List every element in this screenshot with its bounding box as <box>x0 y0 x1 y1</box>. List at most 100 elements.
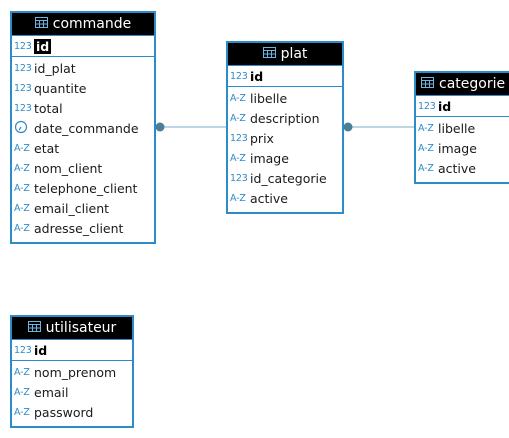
primary-key-section: 123 id <box>12 340 132 361</box>
field-name: id_plat <box>34 60 76 76</box>
entity-header[interactable]: categorie <box>416 73 509 96</box>
field-name: date_commande <box>34 120 139 136</box>
number-type-icon: 123 <box>14 62 32 74</box>
entity-categorie[interactable]: categorie 123 id A-Z libelle A-Z image A-Z… <box>414 71 509 184</box>
pk-row[interactable]: 123 id <box>14 36 52 56</box>
field-row[interactable]: A-Z nom_prenom <box>12 362 132 382</box>
field-name: prix <box>250 130 274 146</box>
field-row[interactable]: A-Z nom_client <box>12 158 154 178</box>
field-name: total <box>34 100 63 116</box>
field-row[interactable]: A-Z email_client <box>12 198 154 218</box>
table-icon <box>34 16 48 32</box>
primary-key-section: 123 id <box>416 96 509 117</box>
number-type-icon: 123 <box>418 100 436 112</box>
text-type-icon: A-Z <box>14 162 30 174</box>
field-name: etat <box>34 140 60 156</box>
pk-name: id <box>438 98 452 114</box>
pk-name: id <box>34 342 48 358</box>
pk-name: id <box>250 68 264 84</box>
text-type-icon: A-Z <box>14 182 30 194</box>
field-name: image <box>250 150 289 166</box>
pk-row[interactable]: 123 id <box>14 340 47 360</box>
field-name: active <box>250 190 288 206</box>
text-type-icon: A-Z <box>14 222 30 234</box>
field-list: A-Z libelle A-Z image A-Z active <box>416 117 509 178</box>
text-type-icon: A-Z <box>14 366 30 378</box>
field-list: A-Z nom_prenom A-Z email A-Z password <box>12 361 132 422</box>
entity-plat[interactable]: plat 123 id A-Z libelle A-Z description 12… <box>226 41 344 214</box>
field-name: email <box>34 384 69 400</box>
text-type-icon: A-Z <box>230 152 246 164</box>
number-type-icon: 123 <box>14 102 32 114</box>
field-row[interactable]: A-Z password <box>12 402 132 422</box>
primary-key-section: 123 id <box>12 36 154 57</box>
text-type-icon: A-Z <box>418 142 434 154</box>
entity-utilisateur[interactable]: utilisateur 123 id A-Z nom_prenom A-Z emai… <box>10 315 134 428</box>
number-type-icon: 123 <box>14 82 32 94</box>
text-type-icon: A-Z <box>14 202 30 214</box>
field-row[interactable]: A-Z etat <box>12 138 154 158</box>
field-row[interactable]: A-Z image <box>228 148 342 168</box>
field-name: quantite <box>34 80 87 96</box>
field-name: nom_prenom <box>34 364 117 380</box>
pk-row[interactable]: 123 id <box>418 96 451 116</box>
field-name: nom_client <box>34 160 103 176</box>
field-row[interactable]: A-Z email <box>12 382 132 402</box>
clock-icon <box>14 120 34 137</box>
field-name: id_categorie <box>250 170 327 186</box>
entity-title: utilisateur <box>45 320 117 336</box>
field-name: description <box>250 110 320 126</box>
field-name: libelle <box>438 120 476 136</box>
field-name: email_client <box>34 200 110 216</box>
table-icon <box>27 320 41 336</box>
text-type-icon: A-Z <box>230 112 246 124</box>
text-type-icon: A-Z <box>14 386 30 398</box>
number-type-icon: 123 <box>14 344 32 356</box>
text-type-icon: A-Z <box>230 92 246 104</box>
field-row[interactable]: date_commande <box>12 118 154 138</box>
field-row[interactable]: A-Z image <box>416 138 509 158</box>
entity-title: plat <box>280 46 308 62</box>
pk-name: id <box>34 38 52 54</box>
field-row[interactable]: A-Z description <box>228 108 342 128</box>
table-icon <box>262 46 276 62</box>
field-row[interactable]: A-Z libelle <box>228 88 342 108</box>
field-row[interactable]: A-Z active <box>416 158 509 178</box>
primary-key-section: 123 id <box>228 66 342 87</box>
field-name: libelle <box>250 90 288 106</box>
field-row[interactable]: A-Z libelle <box>416 118 509 138</box>
field-name: active <box>438 160 476 176</box>
entity-header[interactable]: plat <box>228 43 342 66</box>
field-row[interactable]: A-Z telephone_client <box>12 178 154 198</box>
number-type-icon: 123 <box>230 132 248 144</box>
entity-header[interactable]: utilisateur <box>12 317 132 340</box>
text-type-icon: A-Z <box>418 162 434 174</box>
entity-title: categorie <box>439 76 506 92</box>
field-name: telephone_client <box>34 180 138 196</box>
relationship-endpoint-plat <box>343 122 353 132</box>
pk-row[interactable]: 123 id <box>230 66 263 86</box>
relationship-endpoint-commande <box>155 122 165 132</box>
text-type-icon: A-Z <box>14 406 30 418</box>
field-name: image <box>438 140 477 156</box>
number-type-icon: 123 <box>230 172 248 184</box>
field-name: password <box>34 404 94 420</box>
text-type-icon: A-Z <box>14 142 30 154</box>
field-row[interactable]: A-Z active <box>228 188 342 208</box>
number-type-icon: 123 <box>230 70 248 82</box>
text-type-icon: A-Z <box>230 192 246 204</box>
entity-header[interactable]: commande <box>12 13 154 36</box>
text-type-icon: A-Z <box>418 122 434 134</box>
table-icon <box>421 76 434 92</box>
